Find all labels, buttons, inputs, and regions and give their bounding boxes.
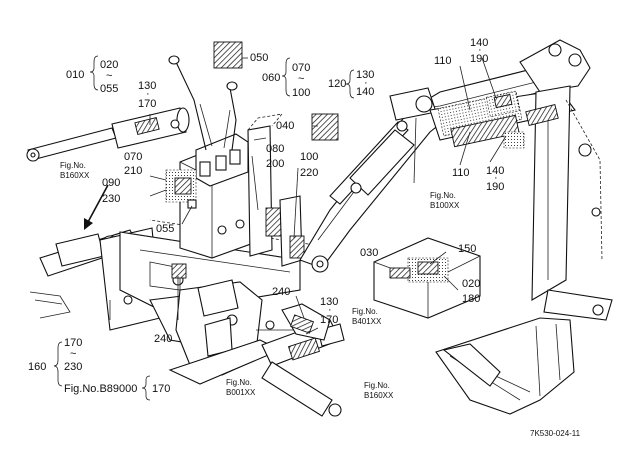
callout-140: 140 [356,86,374,98]
callout-010: 010 [66,69,84,81]
fig-ref-b160-top: B160XX [60,171,90,180]
callout-170: 170 [138,98,156,110]
callout-130b: 130 [356,69,374,81]
braces [53,55,355,401]
callout-055: 055 [100,83,118,95]
callout-190-mid: 190 [486,181,504,193]
fig-ref-b401-label: Fig.No. [352,307,378,316]
callout-140-mid: 140 [486,165,504,177]
control-valve-block [165,133,263,259]
callout-100: 100 [292,87,310,99]
dot-5: · [328,304,332,316]
dot-2: · [364,77,368,89]
callout-170c: 170 [64,337,82,349]
callout-080: 080 [266,143,284,155]
callout-220: 220 [300,167,318,179]
fig-ref-b001: B001XX [226,388,256,397]
part-040 [311,113,339,141]
callout-040: 040 [276,120,294,132]
callout-070: 070 [292,62,310,74]
callout-150: 150 [458,243,476,255]
fig-ref-b160-bot: B160XX [364,391,394,400]
left-cylinder [26,107,190,162]
callout-030: 030 [360,247,378,259]
callout-100b: 100 [300,151,318,163]
fig-ref-b160-bot-label: Fig.No. [364,381,390,390]
block-030 [373,237,481,319]
fig-ref-b100: B100XX [430,201,460,210]
callout-055b: 055 [156,223,174,235]
callout-170d: 170 [152,383,170,395]
callout-050: 050 [250,52,268,64]
fig-ref-b401: B401XX [352,317,382,326]
tilde-2: ~ [298,73,304,85]
side-panel [247,113,305,267]
fig-ref-b160-top-label: Fig.No. [60,161,86,170]
callout-120: 120 [328,78,346,90]
callout-240-lower: 240 [154,333,172,345]
control-levers [168,55,238,151]
callout-110-top: 110 [434,55,452,67]
callout-180: 180 [462,293,480,305]
fig-ref-b100-label: Fig.No. [430,191,456,200]
part-110-right [525,104,559,126]
callout-020b: 020 [462,278,480,290]
part-140-upper [493,93,513,109]
lower-fittings [171,263,331,341]
fig-ref-b001-label: Fig.No. [226,378,252,387]
boom-cylinder [329,120,415,205]
leader-lines [109,57,507,335]
fig-ref-b89000: Fig.No.B89000 [64,383,137,395]
callout-130c: 130 [320,296,338,308]
callout-160: 160 [28,361,46,373]
callout-140-top: 140 [470,37,488,49]
pointer-arrow [84,184,109,230]
dot-1: · [146,88,150,100]
callout-170b: 170 [320,314,338,326]
callout-110-mid: 110 [452,167,470,179]
callout-230b: 230 [64,361,82,373]
callout-230: 230 [102,193,120,205]
dot-4: · [494,172,498,184]
dot-3: · [478,44,482,56]
diagram-code: 7K530-024-11 [530,429,581,438]
tilde-1: ~ [106,70,112,82]
callout-190-top: 190 [470,53,488,65]
callout-090: 090 [102,177,120,189]
stick [429,39,603,301]
callout-130: 130 [138,80,156,92]
bucket [435,289,613,415]
tilde-3: ~ [70,348,76,360]
callout-020: 020 [100,59,118,71]
callout-070b: 070 [124,151,142,163]
callout-240-upper: 240 [272,286,290,298]
callout-060: 060 [262,72,280,84]
callout-200: 200 [266,158,284,170]
callout-210: 210 [124,165,142,177]
part-050 [213,41,243,69]
